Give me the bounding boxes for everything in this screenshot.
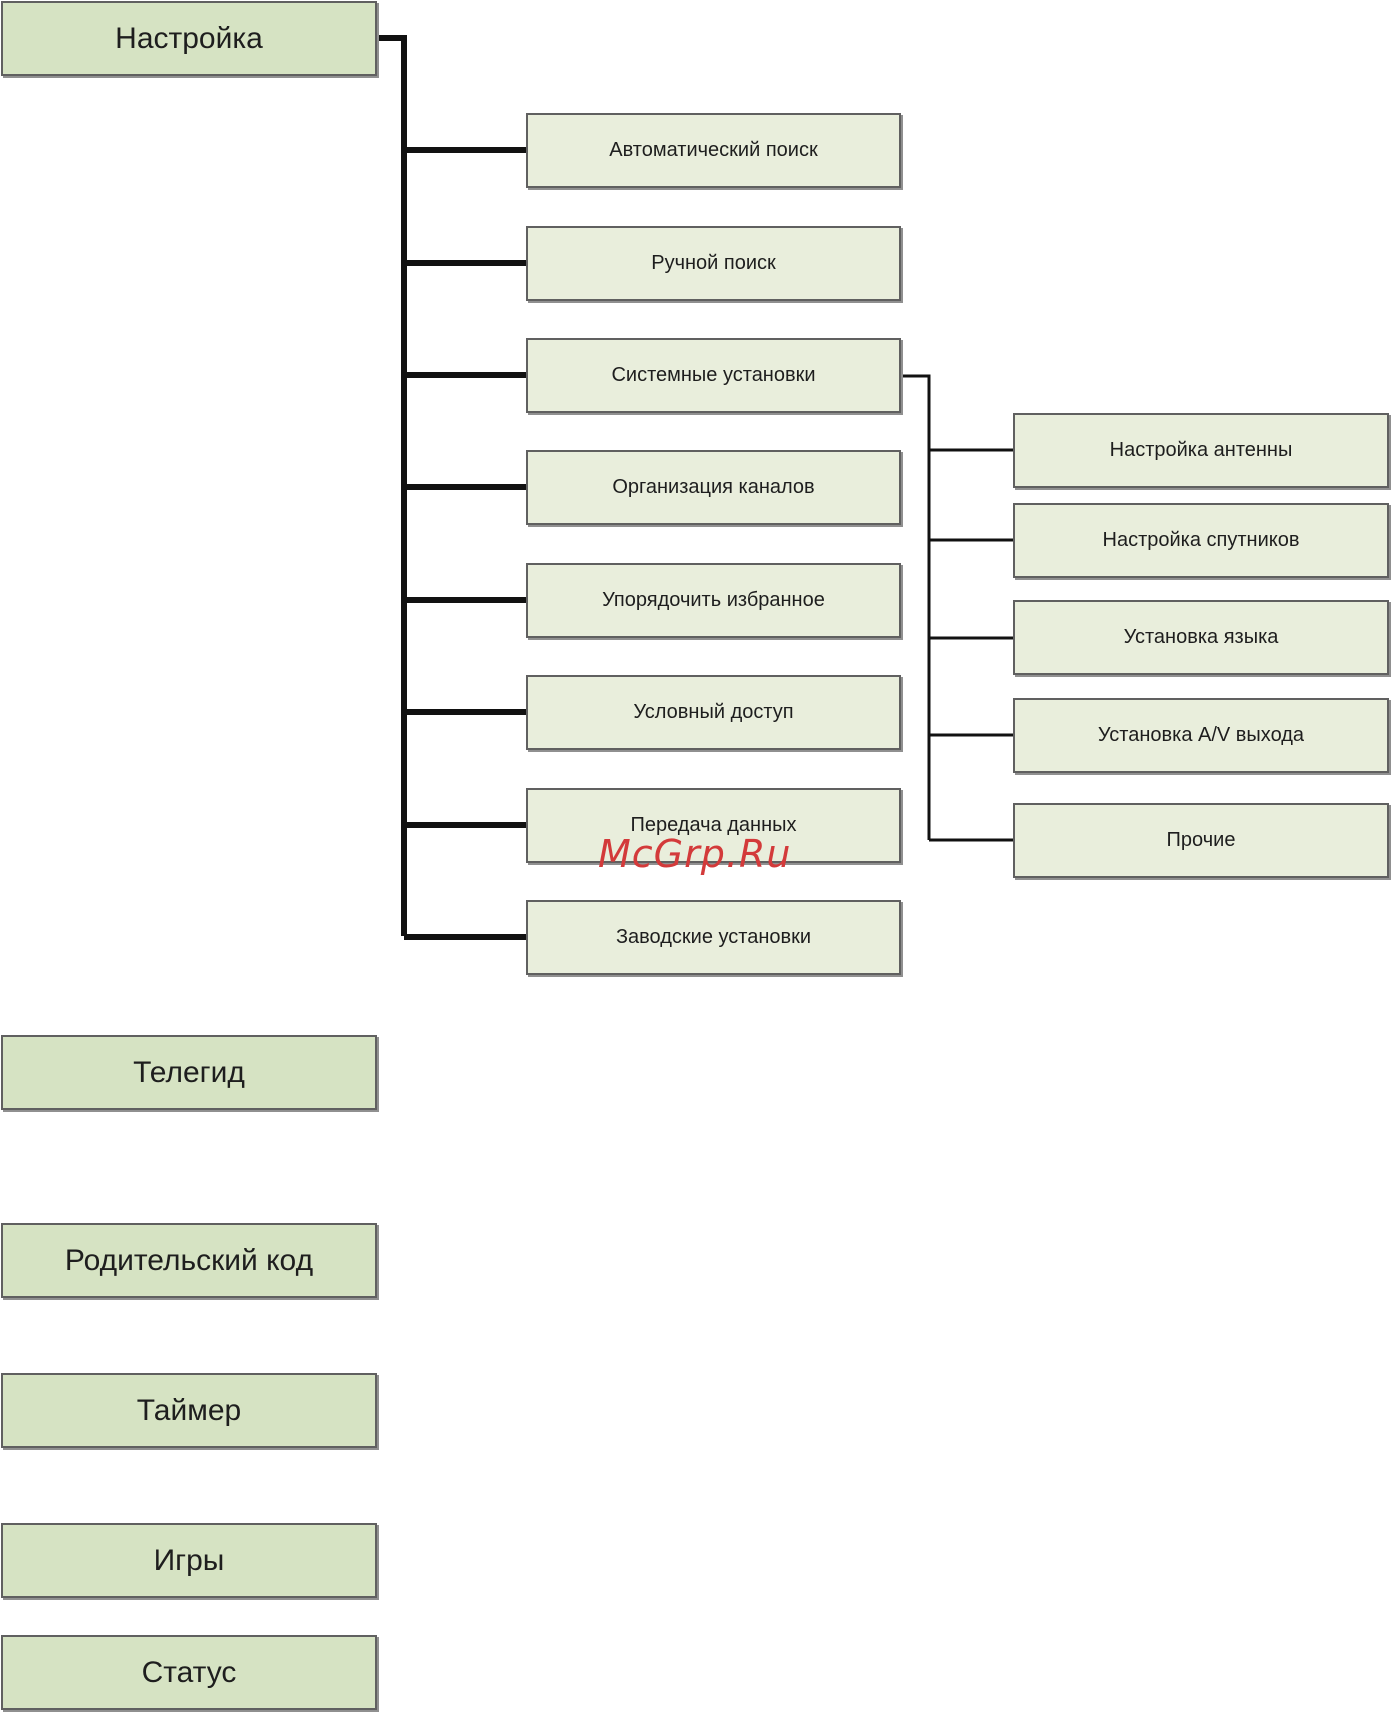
system-item-antenna-setup[interactable]: Настройка антенны [1013,413,1389,488]
system-item-av-output-setup[interactable]: Установка A/V выхода [1013,698,1389,773]
system-trunk-line [901,376,929,840]
settings-item-auto-search[interactable]: Автоматический поиск [526,113,901,188]
system-item-satellite-setup[interactable]: Настройка спутников [1013,503,1389,578]
watermark-text: McGrp.Ru [598,832,791,876]
settings-item-factory-settings[interactable]: Заводские установки [526,900,901,975]
menu-box-timer[interactable]: Таймер [1,1373,377,1448]
system-item-other[interactable]: Прочие [1013,803,1389,878]
settings-item-sort-favorites[interactable]: Упорядочить избранное [526,563,901,638]
settings-item-conditional-access[interactable]: Условный доступ [526,675,901,750]
menu-box-tv-guide[interactable]: Телегид [1,1035,377,1110]
main-trunk-line [375,38,404,936]
settings-item-manual-search[interactable]: Ручной поиск [526,226,901,301]
settings-item-channel-organization[interactable]: Организация каналов [526,450,901,525]
menu-box-status[interactable]: Статус [1,1635,377,1710]
menu-box-games[interactable]: Игры [1,1523,377,1598]
settings-item-system-settings[interactable]: Системные установки [526,338,901,413]
system-item-language-setup[interactable]: Установка языка [1013,600,1389,675]
menu-box-parental-code[interactable]: Родительский код [1,1223,377,1298]
menu-box-settings[interactable]: Настройка [1,1,377,76]
